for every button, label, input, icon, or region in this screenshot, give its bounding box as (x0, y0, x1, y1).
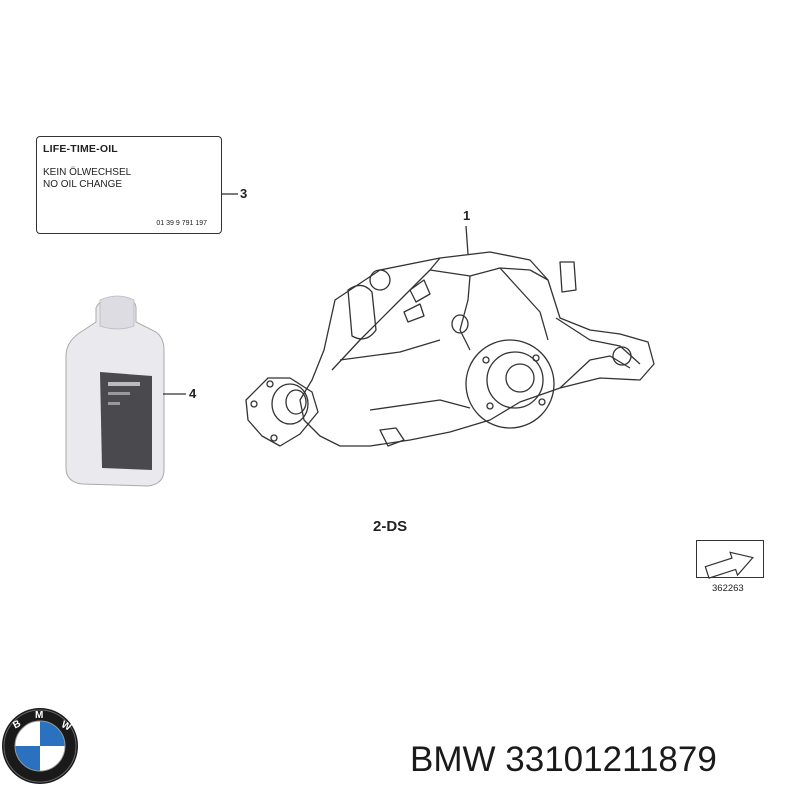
reference-arrow-icon (704, 551, 754, 579)
lifetime-oil-label-card: LIFE-TIME-OIL KEIN ÖLWECHSEL NO OIL CHAN… (36, 136, 222, 234)
callout-4: 4 (189, 386, 197, 401)
svg-text:B: B (11, 718, 23, 731)
footer-title: BMW 33101211879 (410, 740, 717, 780)
svg-text:M: M (35, 710, 43, 721)
callout-3: 3 (240, 186, 248, 201)
label-line-title: LIFE-TIME-OIL (43, 143, 118, 155)
label-part-number: 01 39 9 791 197 (156, 220, 207, 227)
callout-1: 1 (463, 208, 471, 223)
label-line-english: NO OIL CHANGE (43, 179, 123, 190)
footer-brand: BMW (410, 740, 496, 779)
group-label: 2-DS (373, 518, 408, 535)
footer-part-number: 33101211879 (505, 740, 717, 779)
label-line-german: KEIN ÖLWECHSEL (43, 167, 132, 178)
reference-number: 362263 (712, 583, 744, 594)
oil-bottle-icon (65, 295, 165, 487)
differential-icon (245, 225, 655, 447)
reference-box (696, 540, 764, 578)
bmw-roundel-icon: B M W (2, 708, 78, 784)
